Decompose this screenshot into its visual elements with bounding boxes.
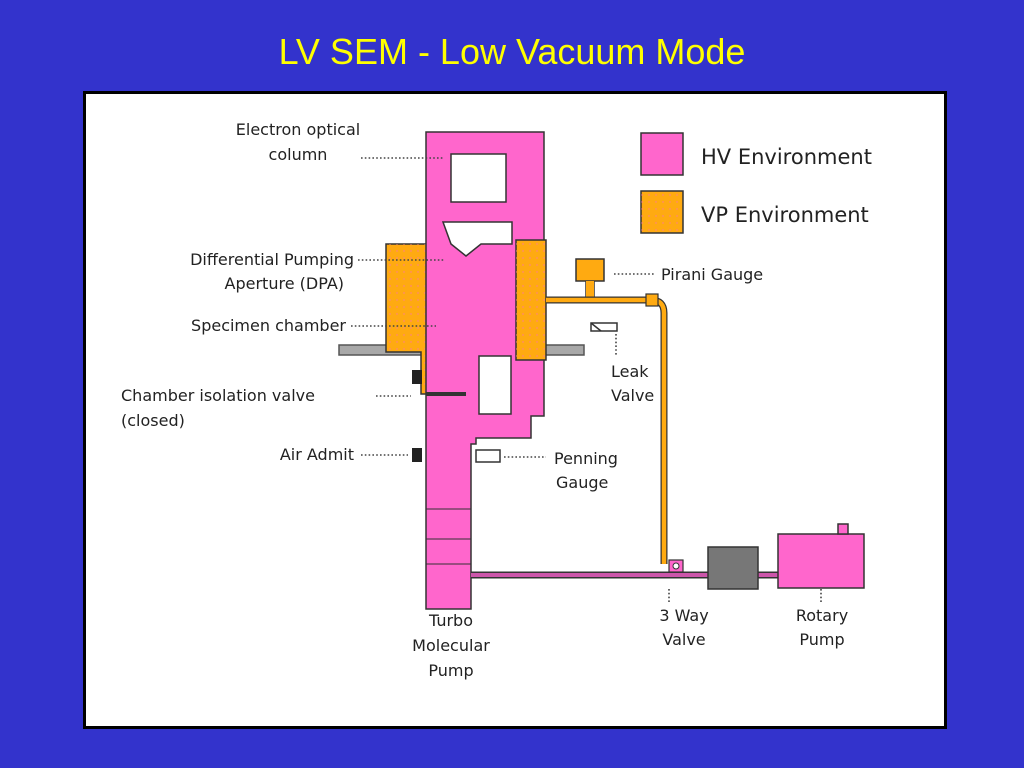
label-air-admit: Air Admit (280, 445, 354, 464)
chamber-isolation-valve (426, 392, 466, 396)
svg-text:Pump: Pump (799, 630, 844, 649)
leak-valve (590, 322, 618, 332)
svg-text:Turbo: Turbo (428, 611, 473, 630)
legend-hv-swatch (640, 132, 684, 176)
column-window-right (478, 355, 512, 415)
label-specimen-chamber: Specimen chamber (191, 316, 346, 335)
svg-text:Gauge: Gauge (556, 473, 608, 492)
legend-hv-label: HV Environment (701, 145, 872, 169)
svg-text:Rotary: Rotary (796, 606, 848, 625)
three-way-valve (668, 559, 684, 573)
slide-title: LV SEM - Low Vacuum Mode (278, 31, 746, 72)
svg-text:Aperture (DPA): Aperture (DPA) (225, 274, 344, 293)
diagram-panel: HV Environment VP Environment (83, 91, 947, 729)
vacuum-diagram: HV Environment VP Environment (121, 120, 872, 680)
svg-text:Valve: Valve (662, 630, 705, 649)
label-isolation-valve: Chamber isolation valve (closed) (121, 386, 315, 430)
svg-text:Air Admit: Air Admit (280, 445, 354, 464)
label-three-way-valve: 3 Way Valve (659, 606, 708, 649)
air-admit-knob (412, 448, 422, 462)
label-dpa: Differential Pumping Aperture (DPA) (190, 250, 354, 293)
label-rotary-pump: Rotary Pump (796, 606, 848, 649)
column-window-lower (441, 221, 513, 257)
svg-text:Chamber isolation valve: Chamber isolation valve (121, 386, 315, 405)
label-electron-column: Electron optical column (236, 120, 360, 164)
svg-text:Valve: Valve (611, 386, 654, 405)
rotary-pump (777, 523, 865, 589)
pump-block (707, 546, 759, 590)
vp-tubing (546, 293, 668, 564)
penning-gauge (475, 449, 501, 463)
legend: HV Environment VP Environment (640, 132, 872, 234)
svg-text:Leak: Leak (611, 362, 649, 381)
svg-text:Molecular: Molecular (412, 636, 490, 655)
label-penning-gauge: Penning Gauge (554, 449, 618, 492)
svg-text:Electron optical: Electron optical (236, 120, 360, 139)
svg-text:(closed): (closed) (121, 411, 185, 430)
isolation-valve-knob (412, 370, 422, 384)
svg-text:Pump: Pump (428, 661, 473, 680)
svg-text:column: column (269, 145, 328, 164)
label-turbo-pump: Turbo Molecular Pump (412, 611, 490, 680)
legend-vp-label: VP Environment (701, 203, 869, 227)
electron-column (425, 131, 547, 610)
svg-text:Pirani Gauge: Pirani Gauge (661, 265, 763, 284)
label-pirani-gauge: Pirani Gauge (661, 265, 763, 284)
svg-text:Specimen chamber: Specimen chamber (191, 316, 346, 335)
pirani-gauge (575, 258, 605, 300)
label-leak-valve: Leak Valve (611, 362, 654, 405)
svg-text:Differential Pumping: Differential Pumping (190, 250, 354, 269)
svg-text:Penning: Penning (554, 449, 618, 468)
column-window-upper (450, 153, 507, 203)
svg-text:3 Way: 3 Way (659, 606, 708, 625)
